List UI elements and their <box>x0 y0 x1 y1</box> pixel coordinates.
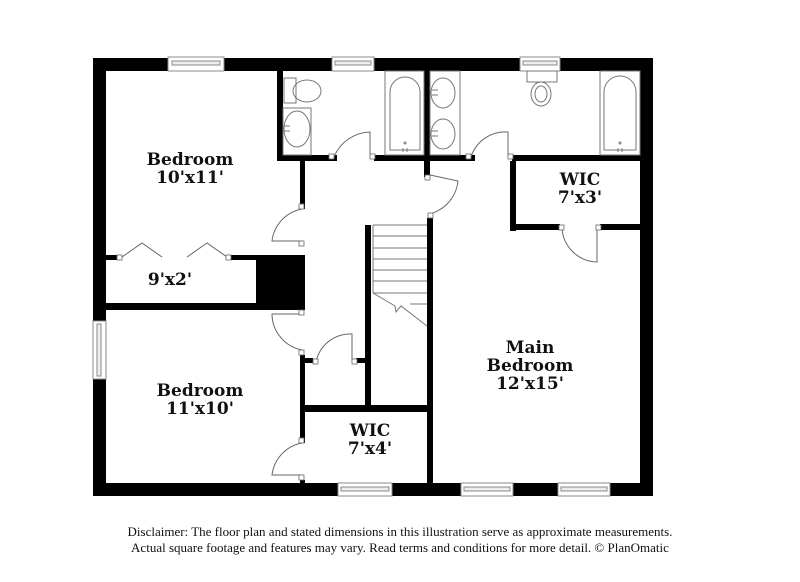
door-sw-bedroom <box>271 313 303 351</box>
sink-icon <box>282 107 312 156</box>
bathtub-icon <box>384 70 425 156</box>
room-name-line1: Main <box>505 338 555 358</box>
toilet-icon <box>526 70 558 107</box>
bathtub-icon <box>599 70 641 156</box>
room-dimensions: 9'x2' <box>147 270 193 290</box>
bifold-door-left <box>121 242 163 258</box>
doors <box>121 131 598 476</box>
toilet-icon <box>283 77 322 104</box>
room-dimensions: 7'x3' <box>557 187 603 208</box>
room-label-wic-south: WIC 7'x4' <box>325 421 415 459</box>
room-name: WIC <box>559 170 601 190</box>
door-hall-bath <box>333 131 371 158</box>
disclaimer: Disclaimer: The floor plan and stated di… <box>0 524 800 556</box>
room-label-main-bedroom: Main Bedroom 12'x15' <box>475 338 585 394</box>
bifold-door-right <box>186 242 228 258</box>
door-south-wic <box>271 442 303 476</box>
room-name: Bedroom <box>156 381 244 401</box>
room-name-line2: Bedroom <box>486 355 574 376</box>
door-nw-bedroom <box>271 208 303 242</box>
window-hall-bath <box>331 56 375 72</box>
windows <box>92 56 611 497</box>
room-label-wic-main: WIC 7'x3' <box>535 170 625 208</box>
window-south-wic <box>337 482 393 497</box>
room-label-closet-nw: 9'x2' <box>130 270 210 290</box>
room-name: Bedroom <box>146 150 234 170</box>
room-dimensions: 10'x11' <box>156 167 224 188</box>
door-main-bath <box>470 131 509 158</box>
room-name: WIC <box>349 421 391 441</box>
window-main-bedroom-2 <box>557 482 611 497</box>
window-main-bedroom-1 <box>460 482 514 497</box>
disclaimer-line-1: Disclaimer: The floor plan and stated di… <box>127 524 673 539</box>
room-dimensions: 7'x4' <box>347 438 393 459</box>
door-main-wic <box>561 227 598 263</box>
room-dimensions: 12'x15' <box>496 373 564 394</box>
double-sink-icon <box>429 70 461 156</box>
hall-bath-fixtures <box>282 70 425 156</box>
window-sw-bedroom <box>92 320 107 380</box>
room-label-bedroom-nw: Bedroom 10'x11' <box>130 150 250 188</box>
room-dimensions: 11'x10' <box>166 398 234 419</box>
room-label-bedroom-sw: Bedroom 11'x10' <box>140 381 260 419</box>
main-bath-fixtures <box>429 70 641 156</box>
door-jambs <box>116 153 602 481</box>
window-nw-bedroom <box>167 56 225 72</box>
door-main-bedroom <box>429 174 459 214</box>
disclaimer-line-2: Actual square footage and features may v… <box>131 540 669 555</box>
door-linen-closet <box>315 333 353 363</box>
staircase-icon <box>372 224 428 327</box>
interior-walls <box>106 71 640 496</box>
window-main-bath <box>519 56 561 72</box>
